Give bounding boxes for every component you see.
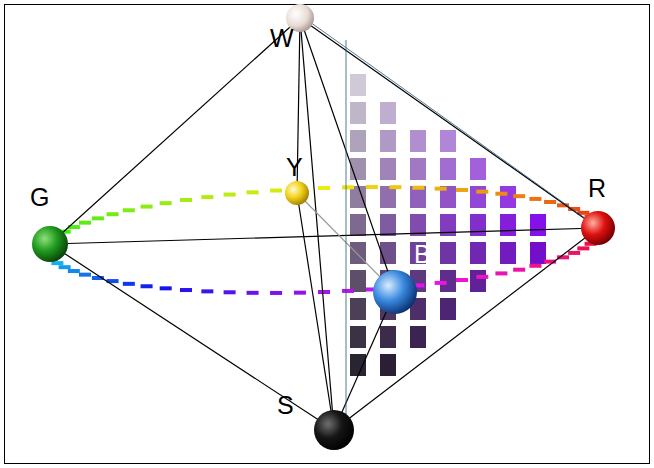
hue-dash — [224, 290, 236, 294]
color-sample — [530, 214, 546, 236]
hue-dash — [456, 278, 468, 282]
color-sample — [380, 214, 396, 236]
hue-dash — [180, 288, 192, 292]
color-sample — [440, 298, 456, 320]
hue-dash — [92, 216, 104, 220]
color-sample — [440, 242, 456, 264]
color-sample — [410, 130, 426, 152]
hue-dash — [476, 190, 488, 194]
vertex-letter: Y — [286, 155, 303, 180]
yellow-sphere — [285, 181, 309, 205]
hue-dash — [270, 189, 282, 193]
hue-dash — [201, 289, 213, 293]
color-sample — [350, 326, 366, 348]
hue-dash — [389, 185, 401, 189]
color-sample — [350, 214, 366, 236]
color-sample — [350, 74, 366, 96]
color-sample — [470, 158, 486, 180]
hue-dash — [435, 281, 447, 285]
hue-dash — [224, 193, 236, 197]
hue-dash — [107, 212, 119, 216]
hue-dash — [201, 195, 213, 199]
hue-dash — [247, 190, 259, 194]
color-sample — [350, 102, 366, 124]
color-sample — [410, 326, 426, 348]
hue-dash — [342, 185, 354, 189]
color-sample — [470, 270, 486, 292]
hue-dash — [123, 208, 135, 212]
hue-dash — [79, 221, 91, 225]
hue-dash — [513, 194, 525, 198]
hue-dash — [141, 205, 153, 209]
hue-dash — [79, 273, 91, 277]
red-sphere — [581, 211, 615, 245]
vertex-letter: G — [30, 185, 49, 210]
hue-dash — [247, 291, 259, 295]
color-sample — [380, 242, 396, 264]
hue-dash — [495, 271, 507, 275]
hue-dash — [51, 261, 63, 265]
hue-dash — [366, 185, 378, 189]
hue-circle — [42, 185, 606, 295]
color-sample — [380, 186, 396, 208]
green-sphere — [32, 226, 68, 262]
hue-dash — [318, 290, 330, 294]
color-sample — [440, 130, 456, 152]
hue-dash — [529, 264, 541, 268]
hue-dash — [160, 286, 172, 290]
color-sample — [350, 354, 366, 376]
hue-dash — [270, 291, 282, 295]
purple-chart-grid — [350, 74, 546, 376]
hue-dash — [123, 282, 135, 286]
hue-dash — [529, 197, 541, 201]
hue-dash — [180, 198, 192, 202]
vertex-letter: B — [414, 242, 431, 267]
hue-dash — [476, 275, 488, 279]
hue-dash — [513, 268, 525, 272]
hue-dash — [544, 200, 556, 204]
hue-dash — [160, 201, 172, 205]
hue-dash — [495, 192, 507, 196]
solid-edges — [50, 18, 610, 430]
color-sample — [350, 130, 366, 152]
color-sample — [530, 242, 546, 264]
vertex-letter: W — [270, 26, 294, 51]
hue-dash — [294, 291, 306, 295]
hue-dash — [456, 188, 468, 192]
color-sample — [500, 214, 516, 236]
hue-dash — [59, 265, 71, 269]
hue-dash — [568, 251, 580, 255]
hue-dash — [577, 246, 589, 250]
color-sample — [380, 130, 396, 152]
color-sample — [350, 270, 366, 292]
blue-sphere — [373, 270, 417, 314]
color-sample — [470, 186, 486, 208]
color-sample — [380, 354, 396, 376]
color-sample — [440, 158, 456, 180]
color-sample — [500, 242, 516, 264]
hue-dash — [412, 186, 424, 190]
black-sphere — [314, 410, 354, 450]
color-sample — [350, 298, 366, 320]
hue-dash — [318, 186, 330, 190]
color-sample — [470, 214, 486, 236]
hue-dash — [68, 269, 80, 273]
color-sample — [410, 186, 426, 208]
vertex-letter: S — [277, 393, 294, 418]
hue-dash — [435, 187, 447, 191]
color-sample — [470, 242, 486, 264]
hue-dash — [342, 289, 354, 293]
frame — [5, 5, 650, 464]
hue-dash — [141, 284, 153, 288]
color-sample — [410, 158, 426, 180]
color-sample — [380, 326, 396, 348]
vertex-letter: R — [588, 176, 606, 201]
color-sample — [380, 102, 396, 124]
color-sample — [380, 158, 396, 180]
